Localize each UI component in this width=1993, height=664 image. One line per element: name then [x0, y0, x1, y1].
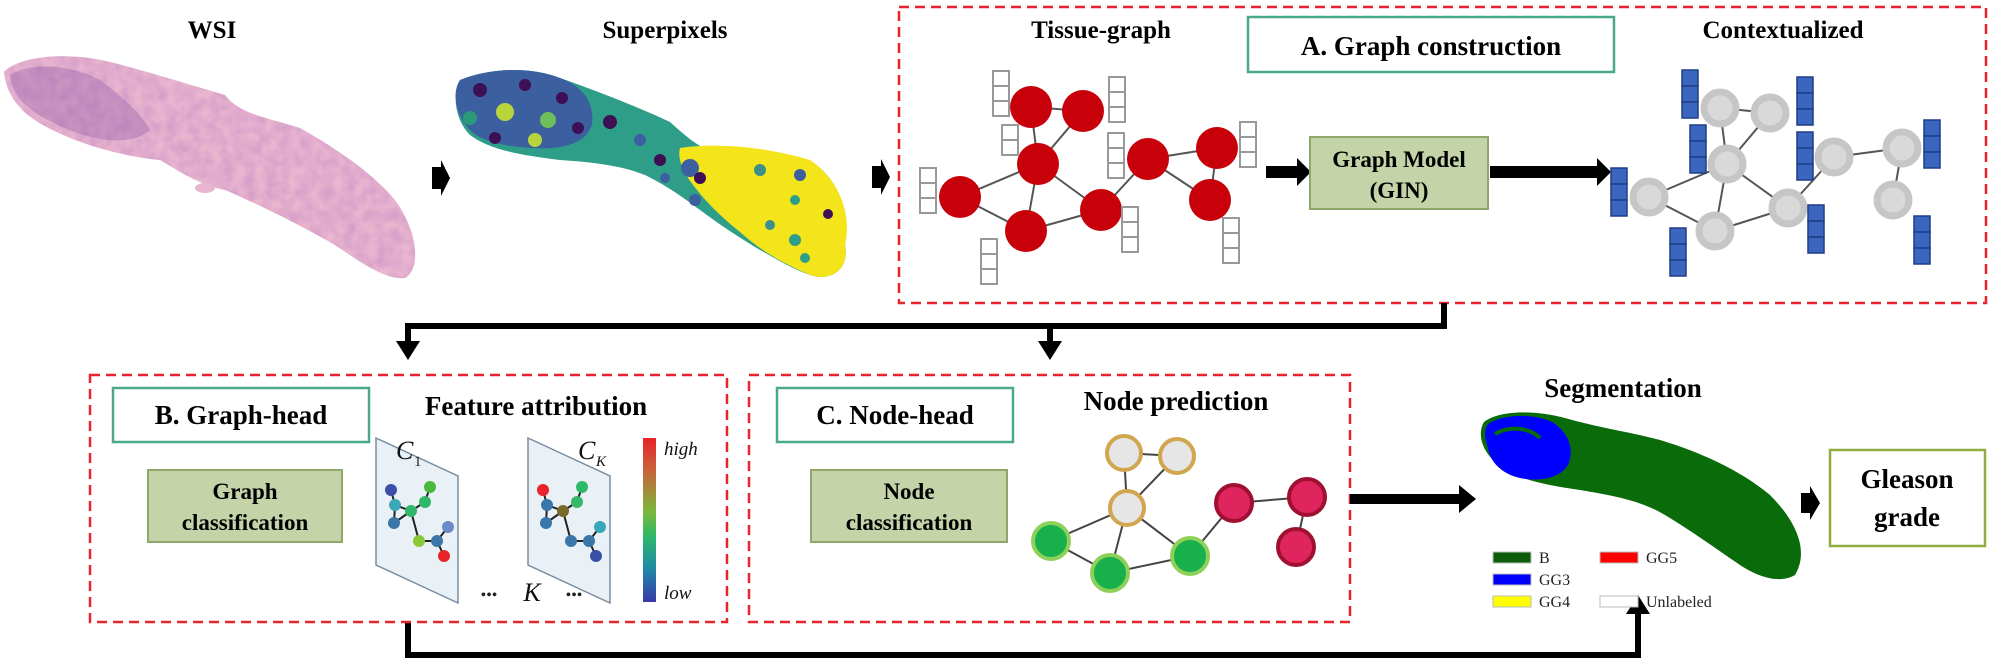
legend-swatch-gg4 [1492, 595, 1532, 608]
legend-label-gg3: GG3 [1539, 572, 1570, 589]
legend-swatch-b [1492, 551, 1532, 564]
superpixels-image [455, 69, 847, 277]
graph-classification-box [147, 469, 343, 543]
panel-first-label: C [396, 436, 414, 465]
panel-last-sub: K [595, 454, 607, 470]
graph-model-line2: (GIN) [1370, 178, 1429, 203]
contextualized-graph [1610, 69, 1941, 277]
k-label: K [522, 578, 542, 607]
attribution-panel-first: C 1 [375, 436, 459, 605]
attribution-panel-last: C K [527, 436, 611, 605]
arrow-graph-to-model [1266, 158, 1311, 186]
graph-classification-line1: Graph [212, 479, 277, 504]
arrow-node-to-segmentation [1350, 485, 1476, 513]
node-prediction-title: Node prediction [1084, 386, 1269, 416]
scale-low-label: low [664, 583, 692, 604]
connector-graph-head-to-segmentation [405, 595, 1650, 658]
graph-head-frame [88, 373, 729, 624]
node-head-label-box [775, 386, 1015, 444]
graph-head-label-box [111, 386, 371, 444]
graph-head-label: B. Graph-head [155, 400, 328, 430]
connector-a-to-heads [396, 303, 1447, 360]
attribution-colorbar [643, 438, 656, 602]
gleason-line1: Gleason [1860, 464, 1953, 494]
graph-construction-label-box [1246, 15, 1616, 74]
node-classification-box [810, 469, 1008, 543]
graph-model-line1: Graph Model [1332, 147, 1466, 172]
segmentation-map [1480, 412, 1801, 580]
node-classification-line2: classification [846, 510, 973, 535]
graph-classification-line2: classification [182, 510, 309, 535]
gleason-grade-box [1828, 448, 1987, 548]
contextualized-title: Contextualized [1702, 17, 1863, 44]
node-head-label: C. Node-head [816, 400, 974, 430]
wsi-image [4, 56, 416, 279]
legend-label-b: B [1539, 550, 1550, 567]
wsi-title: WSI [188, 17, 237, 44]
gleason-line2: grade [1874, 502, 1940, 532]
node-prediction-graph [1031, 434, 1327, 593]
legend-swatch-gg3 [1492, 573, 1532, 586]
graph-model-box [1309, 136, 1489, 210]
tissue-graph [919, 70, 1257, 285]
graph-construction-label: A. Graph construction [1301, 31, 1561, 61]
legend-label-gg5: GG5 [1646, 550, 1677, 567]
arrow-segmentation-to-gleason [1801, 486, 1820, 520]
scale-high-label: high [664, 439, 698, 460]
feature-attribution-title: Feature attribution [425, 391, 647, 421]
node-classification-line1: Node [883, 479, 934, 504]
legend-label-unlabeled: Unlabeled [1646, 594, 1712, 611]
arrow-model-to-contextualized [1490, 158, 1611, 186]
panel-first-sub: 1 [414, 454, 422, 470]
panel-last-label: C [578, 436, 596, 465]
dots-right: ••• [566, 587, 583, 604]
arrow-superpixels-to-graph [872, 159, 890, 195]
legend-swatch-gg5 [1599, 551, 1639, 564]
dots-left: ••• [481, 587, 498, 604]
legend-swatch-unlabeled [1599, 595, 1639, 608]
superpixels-title: Superpixels [602, 17, 727, 44]
tissue-graph-title: Tissue-graph [1031, 17, 1171, 44]
segmentation-title: Segmentation [1544, 373, 1702, 403]
legend-label-gg4: GG4 [1539, 594, 1570, 611]
arrow-wsi-to-superpixels [432, 160, 450, 196]
